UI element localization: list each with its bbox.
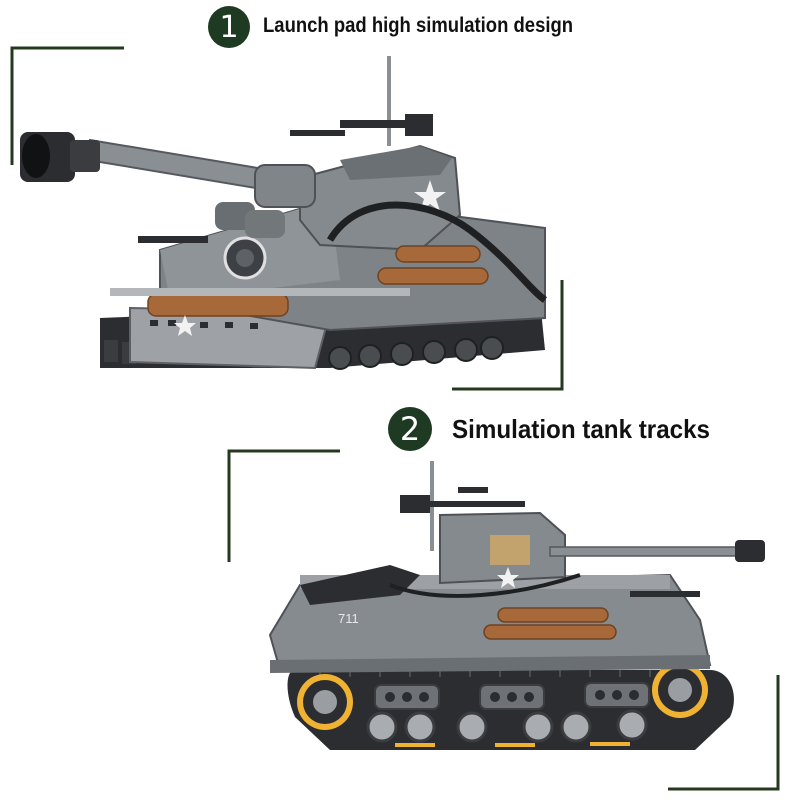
- tank-illustration-side: 711: [268, 461, 765, 750]
- feature-number-badge-2: 2: [388, 407, 432, 451]
- frame-line-1-bottom-right: [452, 280, 564, 391]
- feature-number-badge-1: 1: [208, 6, 250, 48]
- feature-title-2: Simulation tank tracks: [452, 414, 711, 444]
- frame-line-2-top-left: [227, 449, 340, 562]
- frame-line-1-top-left: [10, 46, 124, 165]
- frame-line-2-bottom-right: [668, 675, 780, 791]
- star-emblem-icon: [414, 180, 446, 211]
- feature-title-1: Launch pad high simulation design: [263, 14, 574, 37]
- drive-wheel-front: [297, 674, 353, 730]
- drive-wheel-rear: [652, 662, 708, 718]
- hull-number: 711: [338, 611, 359, 626]
- tank-illustration-front: [20, 56, 548, 370]
